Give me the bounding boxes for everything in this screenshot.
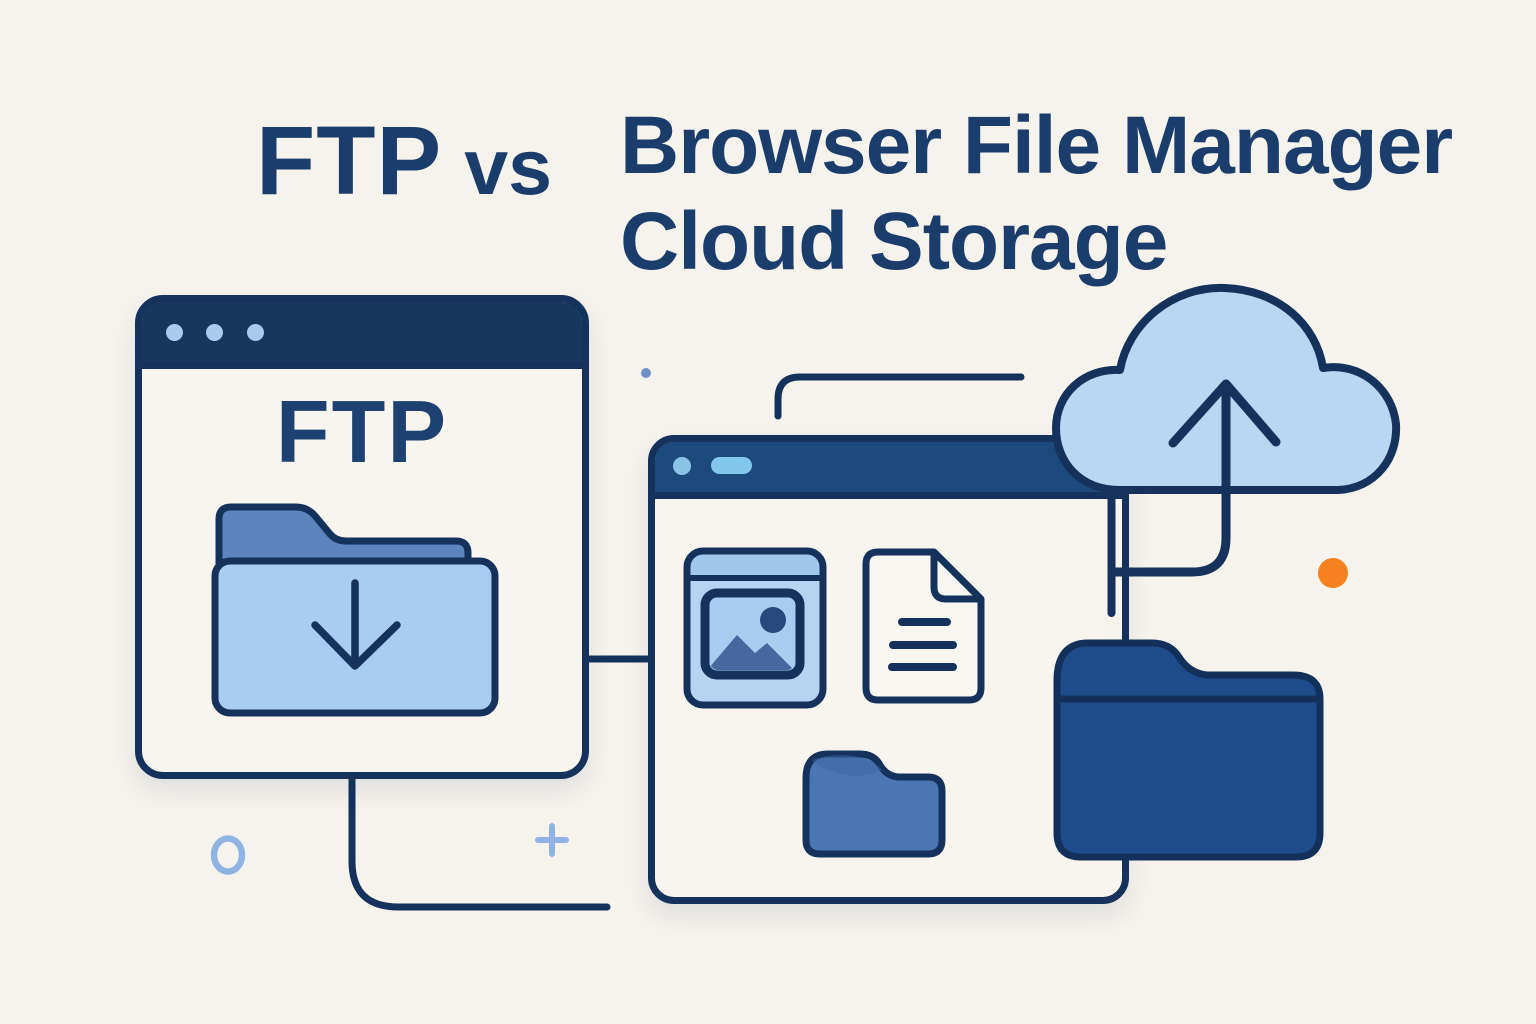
image-card-header xyxy=(687,551,823,576)
circle-outline-accent xyxy=(210,835,246,875)
headline-line2: Cloud Storage xyxy=(620,195,1168,287)
titlebar-pill-icon xyxy=(711,457,752,474)
connector-bottom xyxy=(348,758,611,911)
mountain-shape xyxy=(710,635,795,670)
image-file-icon xyxy=(683,547,827,709)
headline-ftp: FTP xyxy=(256,106,443,215)
orange-dot-accent xyxy=(1318,558,1348,588)
file-manager-titlebar xyxy=(655,442,1122,499)
window-dot-icon xyxy=(206,324,224,341)
folder-tab-shade xyxy=(812,755,882,776)
plus-accent xyxy=(535,823,569,857)
ftp-browser-window: FTP xyxy=(135,295,589,779)
folder-icon xyxy=(802,750,946,858)
headline-right: Browser File Manager Cloud Storage xyxy=(620,98,1453,290)
sun-shape xyxy=(760,607,786,633)
file-manager-window xyxy=(648,435,1129,904)
window-dot-icon xyxy=(246,324,264,341)
ftp-window-titlebar xyxy=(142,302,582,369)
folder-back-flap xyxy=(215,503,472,569)
document-text-lines xyxy=(888,618,957,671)
document-file-icon xyxy=(862,548,985,704)
document-fold-corner xyxy=(930,552,981,603)
headline-line1: Browser File Manager xyxy=(620,100,1453,191)
download-folder-icon xyxy=(211,503,499,717)
upload-arrow-icon xyxy=(1107,383,1231,577)
titlebar-circle-icon xyxy=(673,457,691,475)
upload-arrow-head xyxy=(1168,379,1281,448)
download-arrow-icon xyxy=(311,579,401,670)
window-dot-icon xyxy=(166,324,183,341)
border-gap xyxy=(1104,612,1120,646)
small-dot-accent xyxy=(641,368,651,378)
headline-vs: vs xyxy=(464,122,553,211)
headline-left: FTP vs xyxy=(256,112,552,209)
connector-top xyxy=(774,373,1025,420)
upload-cloud-icon xyxy=(1052,283,1401,617)
dark-folder-icon xyxy=(1053,639,1324,861)
ftp-window-label: FTP xyxy=(275,382,449,481)
